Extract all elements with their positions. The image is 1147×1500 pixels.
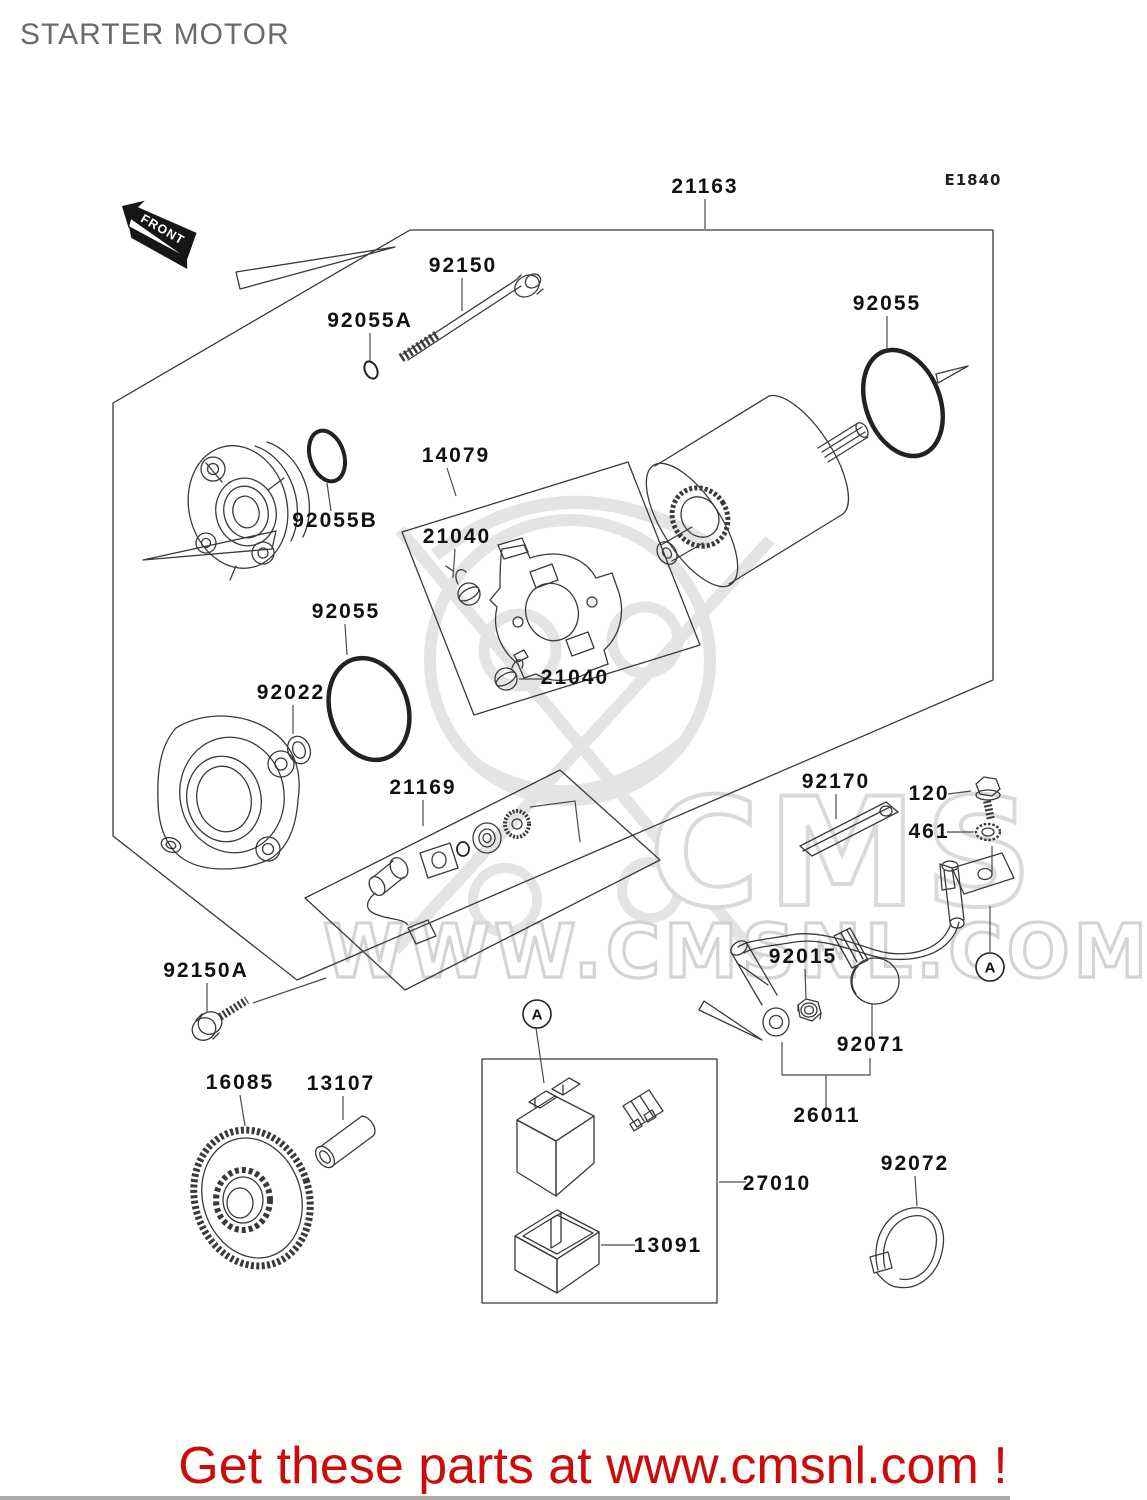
part-label-92150: 92150 (429, 254, 497, 277)
footer-promo-link[interactable]: Get these parts at www.cmsnl.com ! (178, 1437, 1007, 1495)
assembly-box-21163 (112, 229, 994, 981)
front-arrow-face (122, 200, 197, 259)
part-label-13107: 13107 (307, 1072, 375, 1095)
part-label-92055-top: 92055 (853, 292, 921, 315)
relay-cup-13091-drawing (514, 1209, 600, 1294)
terminal-bracket-drawing (939, 852, 1015, 929)
leader-92055-mid-0 (344, 623, 348, 656)
sleeve-13107-drawing (314, 1115, 376, 1169)
washer-92022-drawing (286, 735, 312, 765)
leader-16085-0 (239, 1094, 246, 1127)
strap-92170-drawing (799, 801, 899, 857)
bolt-92150-drawing (398, 273, 544, 362)
leader-92015-0 (804, 968, 807, 1000)
ref-a-right-letter: A (985, 960, 996, 977)
oring-92055-mid-drawing (326, 655, 412, 763)
boot-92071-drawing (833, 927, 900, 1005)
brush-21040-upper-drawing (445, 565, 481, 606)
part-label-92055B: 92055B (292, 509, 378, 532)
direction-spear-top-left (235, 246, 396, 290)
brush-holder-kit-14079 (401, 461, 701, 716)
end-cover-drawing (187, 441, 311, 581)
part-label-21169: 21169 (389, 776, 456, 799)
watermark-head (424, 514, 716, 806)
oring-92055-top-drawing (860, 347, 946, 459)
direction-spear-oring (935, 365, 969, 384)
watermark-crossed-tools (390, 526, 775, 964)
watermark-head-top (431, 496, 714, 561)
oring-92055a-drawing (363, 360, 379, 380)
part-label-26011: 26011 (793, 1104, 860, 1127)
watermark-eye-right (606, 601, 684, 679)
watermark-grin (466, 735, 689, 797)
diagram-code: E1840 (945, 171, 1002, 189)
leader-120-0 (947, 790, 972, 795)
part-label-92022: 92022 (257, 681, 325, 704)
ref-a-right-circle (975, 952, 1005, 982)
watermark-eye-left (478, 608, 562, 692)
watermark-blob-left (468, 863, 542, 937)
brush-21040-lower-drawing (494, 649, 529, 691)
front-direction-arrow: FRONT (122, 200, 197, 270)
part-label-120: 120 (908, 782, 949, 805)
watermark-blob-right (617, 857, 683, 923)
part-label-461: 461 (908, 820, 949, 843)
part-label-92072: 92072 (881, 1152, 949, 1175)
part-label-21040-lower: 21040 (541, 666, 609, 689)
armature-drawing (645, 394, 869, 588)
fuse-drawing (622, 1089, 664, 1132)
part-label-14079: 14079 (422, 444, 490, 467)
relay-kit-27010 (481, 1058, 718, 1304)
cms-watermark-logo: CMS WWW.CMSNL.COM (321, 496, 1147, 997)
gear-16085-drawing (190, 1126, 314, 1270)
terminal-kit-21169 (304, 769, 661, 991)
aux-leader-2 (529, 800, 581, 843)
direction-spear-cable (698, 1000, 763, 1041)
oring-92055b-drawing (306, 428, 348, 484)
leader-21040-upper-0 (452, 548, 456, 579)
battery-cable-26011-drawing (730, 921, 960, 1037)
page-title: STARTER MOTOR (20, 18, 290, 51)
part-label-92150A: 92150A (163, 959, 249, 982)
part-label-16085: 16085 (206, 1071, 274, 1094)
part-label-21163: 21163 (671, 175, 738, 198)
line-art: FRONT (112, 200, 1015, 1304)
label-layer: 211639215092055A9205592055B1407921040210… (163, 175, 1005, 1257)
ref-a-relay-letter: A (532, 1007, 543, 1024)
part-label-27010: 27010 (743, 1172, 811, 1195)
bolt-92150a-drawing (191, 996, 250, 1041)
leader-14079-0 (446, 467, 457, 497)
part-label-92170: 92170 (802, 770, 870, 793)
ref-a-relay-circle (522, 999, 552, 1029)
leader-92072-0 (914, 1175, 918, 1207)
nut-92015-drawing (797, 998, 822, 1022)
watermark-url-text: WWW.CMSNL.COM (323, 909, 1147, 995)
part-label-21040-upper: 21040 (423, 525, 491, 548)
housing-cover-drawing (157, 715, 300, 870)
watermark-cms-text: CMS (649, 767, 1040, 941)
bolt-120-drawing (975, 776, 1001, 821)
part-label-92071: 92071 (837, 1033, 905, 1056)
aux-leader-1 (252, 977, 327, 1004)
leader-92055B-0 (326, 482, 332, 512)
part-label-92015: 92015 (769, 945, 837, 968)
cable-tie-92072-drawing (869, 1207, 945, 1289)
bottom-edge-strip (0, 1496, 1010, 1500)
leader-ref-a-relay-0 (535, 1027, 545, 1084)
washer-461-drawing (974, 822, 1002, 842)
part-label-92055-mid: 92055 (312, 600, 380, 623)
starter-relay-drawing (516, 1077, 595, 1197)
part-label-13091: 13091 (634, 1234, 702, 1257)
part-label-92055A: 92055A (327, 309, 413, 332)
front-arrow-extrusion (128, 226, 188, 270)
